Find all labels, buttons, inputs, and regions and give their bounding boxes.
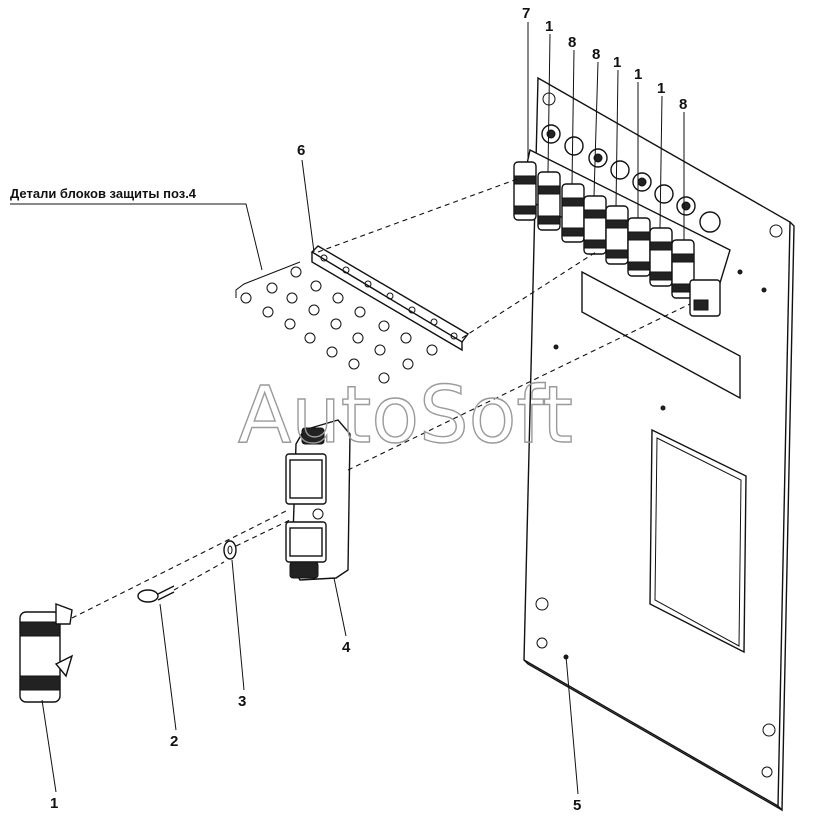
callout-6: 6 (297, 142, 305, 159)
callout-4: 4 (342, 639, 351, 656)
parts-caption: Детали блоков защиты поз.4 (10, 186, 197, 201)
callout-top-8a: 8 (568, 34, 576, 51)
fuse-holder-row (513, 124, 731, 317)
washer (223, 540, 237, 560)
callout-3: 3 (238, 693, 246, 710)
callout-top-1b: 1 (613, 54, 621, 71)
leader-lines (41, 22, 685, 795)
watermark: AutoSoft (238, 371, 573, 461)
nut-washer-set (240, 266, 438, 384)
callout-1: 1 (50, 795, 58, 812)
fuse-holder-assembly (285, 419, 351, 581)
caption-bracket (10, 203, 301, 298)
callout-top-8c: 8 (679, 96, 687, 113)
screw (137, 585, 175, 603)
callout-top-1c: 1 (634, 66, 642, 83)
callout-2: 2 (170, 733, 178, 750)
callout-7: 7 (522, 5, 530, 22)
assembly-lines (71, 177, 691, 619)
callout-top-1a: 1 (545, 18, 553, 35)
callout-top-1d: 1 (657, 80, 665, 97)
fuse-insert (19, 602, 74, 703)
callout-5: 5 (573, 797, 581, 814)
callout-top-8b: 8 (592, 46, 600, 63)
terminal-strip (310, 245, 470, 352)
